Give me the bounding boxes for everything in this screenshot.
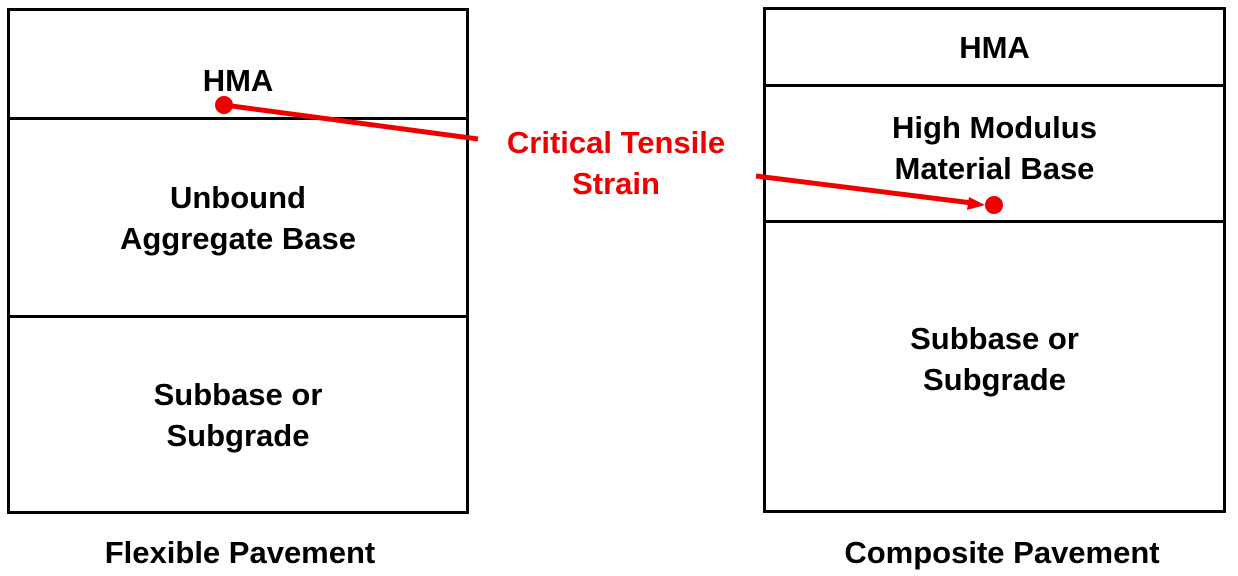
composite-hma-layer: HMA [766, 10, 1223, 84]
critical-tensile-strain-label: Critical Tensile Strain [506, 125, 726, 201]
composite-hma-label: HMA [959, 29, 1030, 65]
flexible-callout-line [223, 102, 479, 142]
composite-base-layer: High Modulus Material Base [766, 84, 1223, 220]
composite-pavement-stack: HMA High Modulus Material Base Subbase o… [763, 7, 1226, 513]
flexible-base-layer: Unbound Aggregate Base [10, 117, 466, 315]
composite-strain-point-marker [985, 196, 1003, 214]
composite-subgrade-layer: Subbase or Subgrade [766, 220, 1223, 510]
flexible-hma-layer: HMA [10, 11, 466, 117]
flexible-pavement-stack: HMA Unbound Aggregate Base Subbase or Su… [7, 8, 469, 514]
composite-callout-line [755, 173, 973, 206]
composite-pavement-caption: Composite Pavement [844, 535, 1160, 570]
flexible-strain-point-marker [215, 96, 233, 114]
flexible-pavement-caption: Flexible Pavement [104, 535, 376, 570]
flexible-hma-label: HMA [202, 63, 274, 98]
composite-base-label: High Modulus Material Base [892, 110, 1097, 186]
flexible-subgrade-layer: Subbase or Subgrade [10, 315, 466, 511]
composite-callout-arrowhead [967, 197, 985, 210]
flexible-base-label: Unbound Aggregate Base [119, 179, 357, 256]
flexible-subgrade-label: Subbase or Subgrade [153, 376, 323, 453]
composite-subgrade-label: Subbase or Subgrade [910, 321, 1079, 397]
